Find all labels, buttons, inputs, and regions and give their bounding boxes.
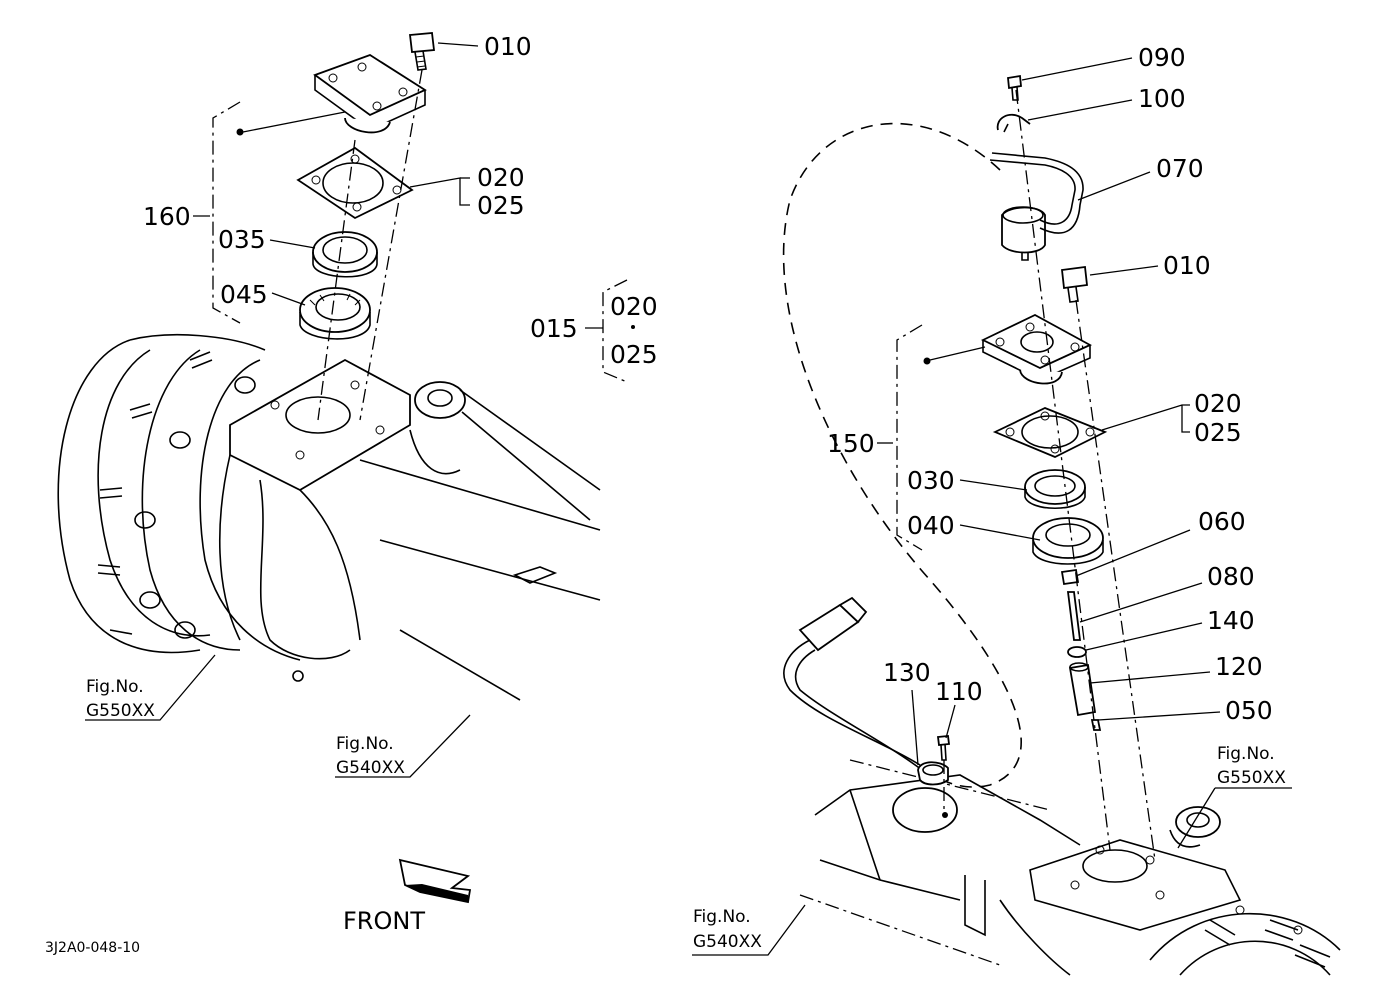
right-pin-050 (1090, 719, 1102, 731)
ref-left-a-line2: G550XX (86, 701, 155, 721)
leader-right-080 (1079, 582, 1203, 623)
label-right-090: 090 (1138, 43, 1186, 72)
ref-right-b-line1: Fig.No. (693, 907, 751, 927)
right-seal-030 (1024, 469, 1086, 510)
label-right-020: 020 (1194, 389, 1242, 418)
label-left-045: 045 (220, 280, 268, 309)
left-bolt-010 (408, 32, 436, 71)
leader-right-130 (911, 689, 919, 766)
label-right-080: 080 (1207, 562, 1255, 591)
left-hub-flange (57, 334, 301, 661)
drawing-code: 3J2A0-048-10 (45, 940, 140, 956)
label-left-160: 160 (143, 202, 191, 231)
label-right-150: 150 (827, 429, 875, 458)
leader-right-050 (1097, 711, 1221, 721)
leader-left-010 (437, 42, 479, 47)
right-group-leader (929, 346, 986, 361)
left-cover-cap (313, 54, 427, 134)
label-015: 015 (530, 314, 578, 343)
label-right-050: 050 (1225, 696, 1273, 725)
left-group-bracket-160 (212, 101, 241, 324)
label-right-110: 110 (935, 677, 983, 706)
leader-right-060 (1075, 529, 1191, 577)
front-label: FRONT (343, 907, 425, 935)
ref-right-b-line2: G540XX (693, 932, 762, 952)
right-clip-130 (917, 761, 949, 786)
label-015-025: 025 (610, 340, 658, 369)
right-axle-housing (799, 759, 1341, 976)
right-nut-060 (1060, 568, 1080, 586)
label-left-020: 020 (477, 163, 525, 192)
left-assembly: 010 020 025 160 035 045 015 020 025 Fig.… (45, 32, 658, 956)
label-right-025: 025 (1194, 418, 1242, 447)
right-sleeve-120 (1068, 662, 1097, 717)
left-knuckle-housing (218, 358, 601, 701)
right-bearing-040 (1032, 517, 1104, 565)
label-right-030: 030 (907, 466, 955, 495)
front-arrow-icon (398, 858, 472, 904)
ref-right-a-line2: G550XX (1217, 768, 1286, 788)
left-bearing-045 (299, 287, 371, 340)
leader-ref-left-a (85, 654, 216, 721)
ref-right-a-line1: Fig.No. (1217, 744, 1275, 764)
group-bracket-015 (602, 279, 628, 383)
left-assembly-axis (359, 69, 423, 421)
right-screw-110 (936, 735, 951, 761)
left-group-leader (242, 111, 346, 133)
label-left-035: 035 (218, 225, 266, 254)
leader-right-090 (1021, 57, 1133, 81)
left-group-marker (236, 128, 244, 136)
label-right-040: 040 (907, 511, 955, 540)
label-right-140: 140 (1207, 606, 1255, 635)
right-assembly-axis (1015, 89, 1111, 851)
left-seal-035 (312, 231, 378, 278)
leader-left-045 (271, 292, 306, 306)
leader-right-120 (1089, 671, 1211, 684)
leader-ref-left-b (335, 714, 471, 778)
right-pin-080 (1066, 591, 1082, 641)
leader-right-040 (959, 524, 1041, 541)
leader-right-070 (1077, 171, 1151, 201)
label-right-100: 100 (1138, 84, 1186, 113)
ref-left-b-line2: G540XX (336, 758, 405, 778)
leader-ref-right-b (692, 904, 806, 956)
right-clamp-100 (996, 113, 1031, 133)
ref-left-b-line1: Fig.No. (336, 734, 394, 754)
right-oring-140 (1067, 646, 1087, 658)
right-bolt-010 (1061, 265, 1088, 303)
right-assembly: 090 100 070 010 020 025 150 030 040 060 … (692, 43, 1341, 976)
sensor-connector (783, 596, 923, 771)
sensor-cable-path (782, 122, 1022, 788)
label-right-010: 010 (1163, 251, 1211, 280)
right-group-marker (923, 357, 931, 365)
right-gasket-020 (992, 407, 1108, 458)
label-right-070: 070 (1156, 154, 1204, 183)
right-sensor-070 (989, 152, 1084, 261)
ref-left-a-line1: Fig.No. (86, 677, 144, 697)
leader-left-020-025 (409, 177, 470, 206)
leader-left-035 (269, 239, 316, 249)
leader-right-140 (1085, 622, 1203, 651)
label-left-025: 025 (477, 191, 525, 220)
left-assembly-axis-2 (317, 139, 356, 421)
right-bolt-090 (1007, 74, 1022, 101)
leader-right-110 (945, 704, 956, 739)
label-right-130: 130 (883, 658, 931, 687)
label-015-020: 020 (610, 292, 658, 321)
label-right-060: 060 (1198, 507, 1246, 536)
leader-right-100 (1027, 99, 1133, 121)
right-assembly-axis-2 (1075, 299, 1156, 861)
leader-right-020-025 (1101, 404, 1190, 433)
leader-ref-right-a (1177, 787, 1292, 849)
leader-right-030 (959, 479, 1028, 491)
leader-right-010 (1089, 265, 1159, 276)
label-left-010: 010 (484, 32, 532, 61)
label-right-120: 120 (1215, 652, 1263, 681)
left-gasket-020 (296, 146, 414, 220)
right-cover-cap (980, 313, 1093, 385)
